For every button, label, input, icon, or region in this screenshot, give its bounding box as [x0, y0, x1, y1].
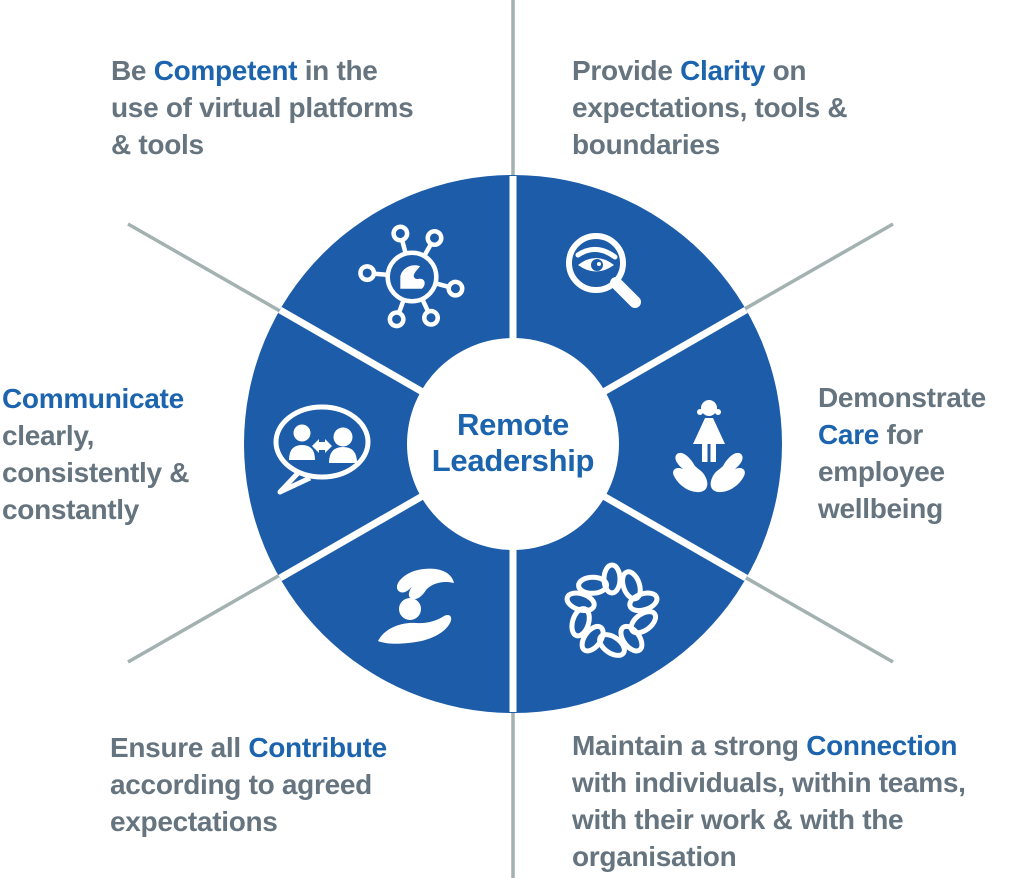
- label-clarity: Provide Clarity on expectations, tools &…: [572, 52, 848, 163]
- label-competent-line1: Be Competent in the: [111, 55, 378, 86]
- label-communicate: Communicate clearly, consistently & cons…: [2, 380, 189, 528]
- accent-clarity: Clarity: [680, 55, 766, 86]
- hand-giving-icon: [378, 568, 454, 644]
- accent-connection: Connection: [806, 730, 958, 761]
- accent-care: Care: [818, 419, 880, 450]
- label-care-line1: Demonstrate: [818, 382, 986, 413]
- network-strength-icon: [358, 224, 465, 329]
- center-title-line1: Remote: [457, 407, 569, 442]
- eye-brow: [575, 247, 618, 260]
- cupped-hands: [673, 452, 745, 493]
- accent-communicate: Communicate: [2, 383, 184, 414]
- chain-ring-icon: [564, 562, 660, 658]
- label-connection-line3: with their work & with the: [572, 804, 904, 835]
- label-care-line2: Care for: [818, 419, 923, 450]
- center-title-line2: Leadership: [431, 443, 595, 478]
- label-connection-line4: organisation: [572, 841, 737, 872]
- flexed-arm-glyph: [400, 265, 425, 289]
- eye-pupil: [591, 259, 603, 271]
- lower-hand: [378, 614, 452, 644]
- given-circle: [399, 598, 421, 620]
- network-spokes: [358, 224, 465, 329]
- label-contribute-line1: Ensure all Contribute: [110, 732, 387, 763]
- person-right: [329, 427, 357, 463]
- person-figure: [693, 400, 725, 462]
- magnifier-handle: [610, 277, 641, 308]
- label-clarity-line2: expectations, tools &: [572, 92, 848, 123]
- label-contribute-line3: expectations: [110, 806, 278, 837]
- bubble-tail: [277, 471, 312, 495]
- label-care-line4: wellbeing: [818, 493, 943, 524]
- hands-holding-person-icon: [673, 400, 745, 493]
- label-care: Demonstrate Care for employee wellbeing: [818, 379, 986, 527]
- label-clarity-line1: Provide Clarity on: [572, 55, 807, 86]
- label-competent-line2: use of virtual platforms: [111, 92, 414, 123]
- label-competent: Be Competent in the use of virtual platf…: [111, 52, 414, 163]
- hub-circle: [407, 338, 619, 550]
- eye-magnifier-icon: [566, 233, 641, 308]
- exchange-arrow: [312, 439, 332, 453]
- eye-highlight: [597, 262, 601, 266]
- label-contribute: Ensure all Contribute according to agree…: [110, 729, 387, 840]
- label-contribute-line2: according to agreed: [110, 769, 372, 800]
- accent-contribute: Contribute: [248, 732, 387, 763]
- center-title: Remote Leadership: [363, 407, 663, 479]
- speech-bubble-people-icon: [273, 404, 371, 495]
- upper-hand: [396, 568, 454, 600]
- accent-competent: Competent: [153, 55, 298, 86]
- label-communicate-line2: clearly,: [2, 420, 95, 451]
- label-clarity-line3: boundaries: [572, 129, 720, 160]
- label-connection: Maintain a strong Connection with indivi…: [572, 727, 966, 875]
- label-care-line3: employee: [818, 456, 945, 487]
- label-connection-line1: Maintain a strong Connection: [572, 730, 958, 761]
- label-connection-line2: with individuals, within teams,: [572, 767, 966, 798]
- label-competent-line3: & tools: [111, 129, 204, 160]
- label-communicate-line4: constantly: [2, 494, 140, 525]
- label-communicate-line3: consistently &: [2, 457, 190, 488]
- person-left: [289, 424, 315, 460]
